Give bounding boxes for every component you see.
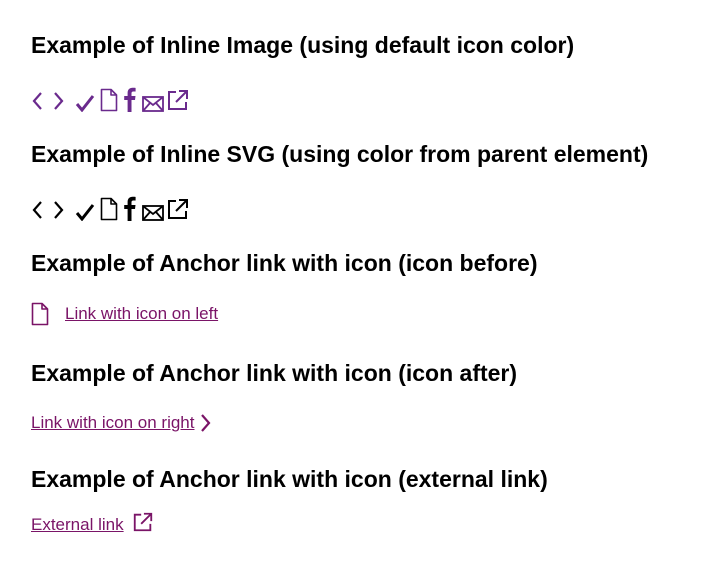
external-link[interactable]: External link <box>31 512 154 535</box>
section-heading-icon-before: Example of Anchor link with icon (icon b… <box>31 250 538 276</box>
chevron-right-icon <box>53 199 65 221</box>
external-link-icon <box>132 511 154 533</box>
chevron-right-icon <box>53 90 65 112</box>
inline-svg-icon-row <box>31 193 190 221</box>
link-with-icon-right[interactable]: Link with icon on right <box>31 413 212 433</box>
chevron-right-icon <box>200 413 212 433</box>
facebook-icon <box>123 195 136 221</box>
document-icon <box>100 88 118 112</box>
external-link-icon <box>166 88 190 112</box>
chevron-left-icon <box>31 90 43 112</box>
document-icon <box>100 197 118 221</box>
chevron-left-icon <box>31 199 43 221</box>
section-heading-external-link: Example of Anchor link with icon (extern… <box>31 466 548 492</box>
checkmark-icon <box>75 94 95 112</box>
link-label: External link <box>31 515 124 534</box>
section-heading-inline-image: Example of Inline Image (using default i… <box>31 32 575 58</box>
inline-image-icon-row <box>31 84 190 112</box>
document-icon <box>31 302 49 326</box>
mail-icon <box>142 205 164 221</box>
link-with-icon-left[interactable]: Link with icon on left <box>31 302 218 326</box>
checkmark-icon <box>75 203 95 221</box>
facebook-icon <box>123 86 136 112</box>
mail-icon <box>142 96 164 112</box>
external-link-icon <box>166 197 190 221</box>
link-label: Link with icon on left <box>65 304 219 323</box>
section-heading-icon-after: Example of Anchor link with icon (icon a… <box>31 360 518 386</box>
section-heading-inline-svg: Example of Inline SVG (using color from … <box>31 141 649 167</box>
link-label: Link with icon on right <box>31 413 195 432</box>
